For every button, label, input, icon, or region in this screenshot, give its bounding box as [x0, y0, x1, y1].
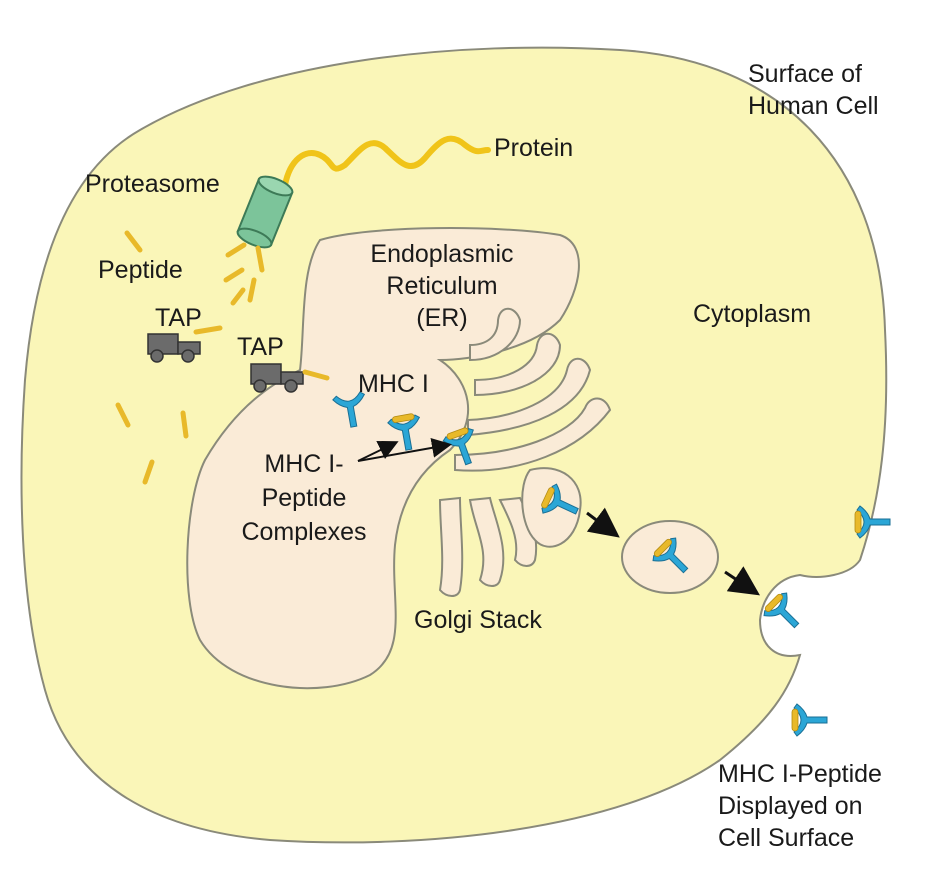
label-protein: Protein — [494, 134, 573, 162]
label-cytoplasm: Cytoplasm — [693, 300, 811, 328]
peptide-fragments — [115, 230, 265, 485]
proteasome — [236, 175, 294, 249]
label-proteasome: Proteasome — [85, 170, 220, 198]
mhc-peptide-surface — [791, 703, 828, 737]
pointer-line — [357, 441, 399, 462]
tap-transporter-2 — [250, 363, 330, 393]
label-tap-1: TAP — [155, 304, 202, 332]
protein-strand — [282, 135, 491, 188]
golgi-stack — [438, 307, 612, 597]
label-peptide: Peptide — [98, 256, 183, 284]
label-tap-2: TAP — [237, 333, 284, 361]
pointer-line — [357, 437, 452, 462]
label-mhc-i: MHC I — [358, 370, 429, 398]
label-golgi-stack: Golgi Stack — [414, 606, 542, 634]
tap-transporter-1 — [147, 325, 223, 363]
arrow-golgi-to-vesicle — [586, 507, 620, 538]
arrow-vesicle-to-surface — [724, 566, 760, 596]
